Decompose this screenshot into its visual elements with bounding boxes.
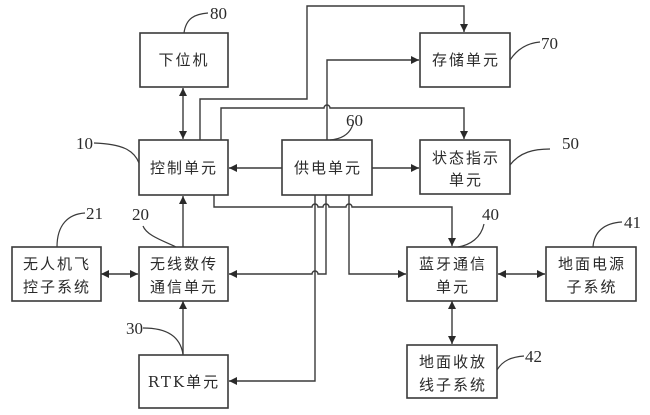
block-ground-power-subsystem: 地面电源 子系统 41 [545,213,641,302]
status-indicator-unit-label-line1: 状态指示 [432,149,500,167]
ground-reel-subsystem-label-line1: 地面收放 [419,353,487,371]
ground-reel-subsystem-box [406,344,498,399]
rtk-unit-ref: 30 [126,319,143,338]
wireless-datalink-unit-box [138,246,229,302]
wire-control-status [220,104,468,140]
block-wireless-datalink-unit: 无线数传 通信单元 20 [132,205,229,302]
wire-control-bluetooth [213,195,456,246]
rtk-unit-ref-leader [142,327,184,355]
ground-power-subsystem-box [545,246,637,302]
uav-flight-control-ref: 21 [86,204,103,223]
bluetooth-unit-ref-leader [457,223,485,248]
storage-unit-label: 存储单元 [432,51,500,69]
ground-power-subsystem-ref-leader [592,221,623,248]
block-ground-reel-subsystem: 地面收放 线子系统 42 [406,344,542,399]
ground-power-subsystem-label-line2: 子系统 [566,278,617,296]
block-status-indicator-unit: 状态指示 单元 50 [419,134,579,195]
ground-reel-subsystem-label-line2: 线子系统 [419,376,487,394]
rtk-unit-box [138,354,229,409]
power-supply-unit-box [281,139,373,196]
wireless-datalink-unit-ref: 20 [132,205,149,224]
power-supply-unit-ref: 60 [346,111,363,130]
uav-flight-control-label-line1: 无人机飞 [23,255,91,273]
control-unit-label: 控制单元 [150,159,218,177]
status-indicator-unit-ref-leader [509,148,551,166]
control-unit-ref-leader [93,142,140,164]
ground-power-subsystem-label-line1: 地面电源 [558,255,626,273]
connections [101,5,545,385]
wire-power-bluetooth [348,195,406,278]
rtk-unit-label: RTK单元 [148,373,220,391]
status-indicator-unit-label-line2: 单元 [449,171,483,189]
block-lower-computer: 下位机 80 [139,4,229,88]
storage-unit-ref-leader [509,41,541,61]
storage-unit-ref: 70 [541,34,558,53]
lower-computer-ref-leader [183,12,209,34]
bluetooth-unit-box [406,246,498,302]
status-indicator-unit-box [419,139,511,195]
lower-computer-box [139,32,229,88]
ground-reel-subsystem-ref-leader [496,355,525,371]
block-bluetooth-unit: 蓝牙通信 单元 40 [406,205,499,302]
block-power-supply-unit: 供电单元 60 [281,111,373,196]
uav-flight-control-ref-leader [56,212,86,248]
wire-control-storage [199,5,468,140]
block-uav-flight-control: 无人机飞 控子系统 21 [11,204,103,302]
block-storage-unit: 存储单元 70 [419,32,558,88]
bluetooth-unit-label-line2: 单元 [436,278,470,296]
control-unit-ref: 10 [76,134,93,153]
block-rtk-unit: RTK单元 30 [126,319,229,409]
block-control-unit: 控制单元 10 [76,134,229,196]
bluetooth-unit-label-line1: 蓝牙通信 [419,255,487,273]
ground-power-subsystem-ref: 41 [624,213,641,232]
power-supply-unit-ref-leader [329,123,354,141]
status-indicator-unit-ref: 50 [562,134,579,153]
bluetooth-unit-ref: 40 [482,205,499,224]
wireless-datalink-unit-label-line1: 无线数传 [150,255,218,273]
control-unit-box [138,139,229,196]
power-supply-unit-label: 供电单元 [294,159,362,177]
ground-reel-subsystem-ref: 42 [525,347,542,366]
wire-power-rtk [229,195,316,385]
wireless-datalink-unit-ref-leader [142,225,177,248]
wireless-datalink-unit-label-line2: 通信单元 [150,278,218,296]
wire-power-storage [326,56,419,140]
lower-computer-label: 下位机 [158,51,209,69]
lower-computer-ref: 80 [210,4,227,23]
uav-flight-control-label-line2: 控子系统 [23,278,91,296]
